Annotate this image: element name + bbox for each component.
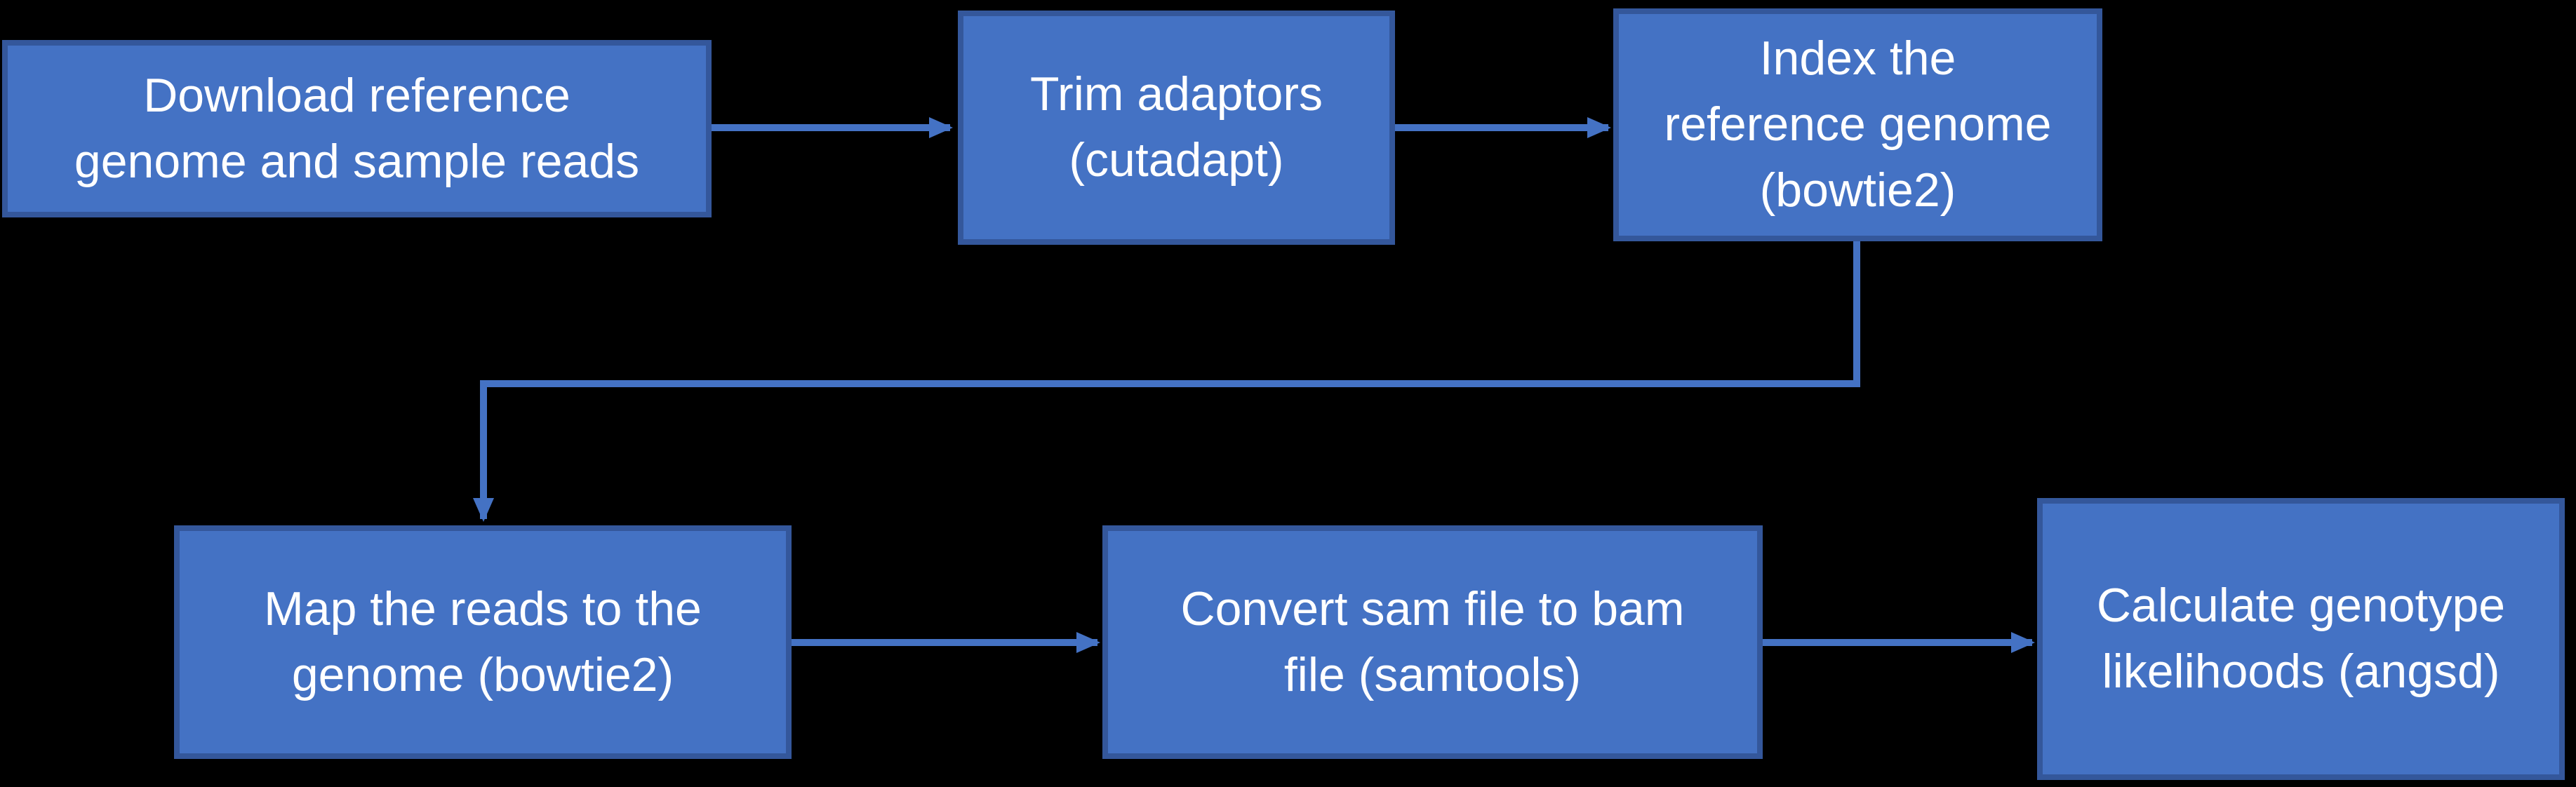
- node-label: Convert sam file to bam file (samtools): [1180, 581, 1685, 701]
- node-download-reference-genome: Download reference genome and sample rea…: [2, 40, 712, 217]
- node-label: Download reference genome and sample rea…: [74, 68, 640, 188]
- node-map-reads: Map the reads to the genome (bowtie2): [174, 525, 792, 759]
- edge-index-to-map-elbow: [473, 241, 1860, 522]
- node-index-reference-genome: Index the reference genome (bowtie2): [1613, 8, 2102, 241]
- node-label: Map the reads to the genome (bowtie2): [264, 581, 702, 701]
- node-calculate-genotype-likelihoods: Calculate genotype likelihoods (angsd): [2037, 498, 2565, 780]
- node-convert-sam-to-bam: Convert sam file to bam file (samtools): [1102, 525, 1763, 759]
- node-label: Calculate genotype likelihoods (angsd): [2096, 579, 2506, 698]
- node-label: Trim adaptors (cutadapt): [1030, 67, 1323, 187]
- node-trim-adaptors: Trim adaptors (cutadapt): [958, 11, 1395, 245]
- node-label: Index the reference genome (bowtie2): [1664, 32, 2052, 217]
